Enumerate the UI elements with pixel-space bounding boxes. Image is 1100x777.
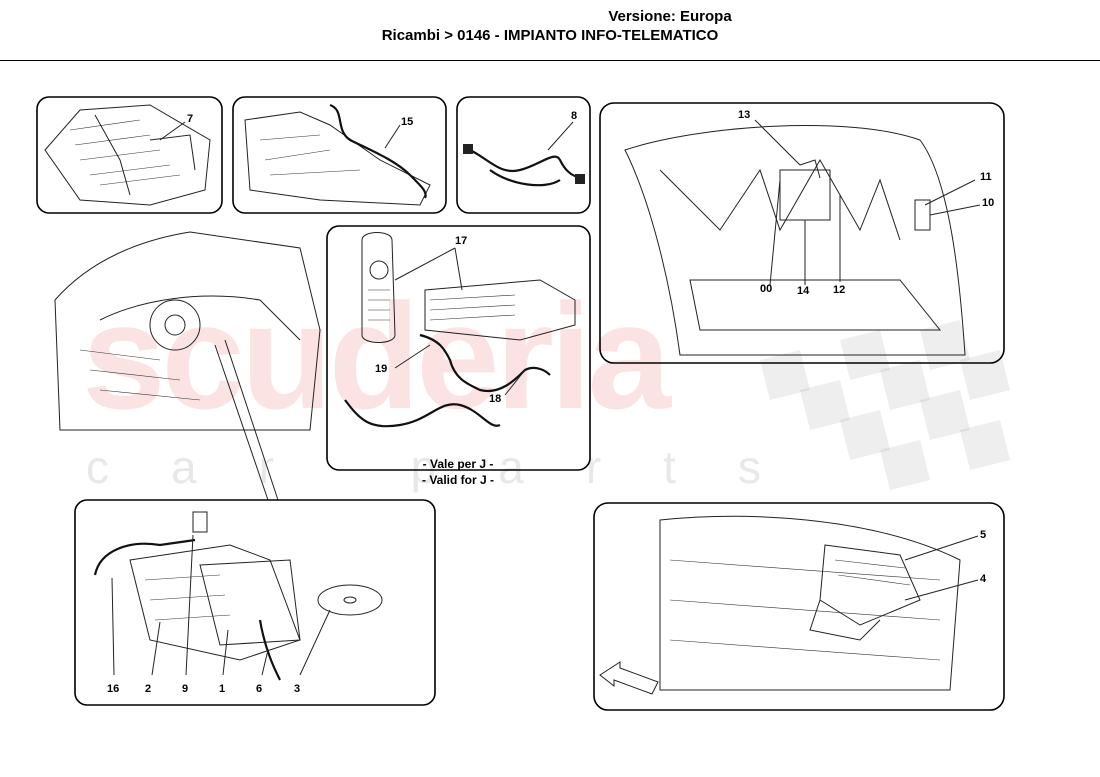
version-label: Versione: Europa (608, 8, 732, 25)
header-divider (0, 60, 1100, 61)
panel-usb-cable (456, 96, 591, 214)
callout-8: 8 (571, 110, 577, 122)
callout-9: 9 (182, 683, 188, 695)
car-interior (54, 231, 321, 501)
watermark-sub: car parts (86, 441, 823, 493)
callout-3: 3 (294, 683, 300, 695)
callout-18: 18 (489, 393, 501, 405)
callout-16: 16 (107, 683, 119, 695)
page-title: Ricambi > 0146 - IMPIANTO INFO-TELEMATIC… (381, 27, 719, 44)
panel-head-unit (74, 499, 436, 706)
callout-00: 00 (760, 283, 772, 295)
callout-14: 14 (797, 285, 810, 297)
panel-trunk-module (593, 502, 1005, 711)
callout-10: 10 (982, 197, 994, 209)
panel-remote-unit (326, 225, 591, 471)
watermark-flag (760, 320, 1010, 490)
note-valid-for: - Valid for J - (422, 473, 494, 487)
panel-dashboard-detail (36, 96, 223, 214)
callout-19: 19 (375, 363, 387, 375)
panel-tailgate (599, 102, 1005, 364)
note-vale-per: - Vale per J - (423, 457, 494, 471)
callout-12: 12 (833, 284, 845, 296)
callout-15: 15 (401, 116, 413, 128)
callout-6: 6 (256, 683, 262, 695)
callout-5: 5 (980, 529, 986, 541)
callout-13: 13 (738, 109, 750, 121)
callout-1: 1 (219, 683, 225, 695)
callout-2: 2 (145, 683, 151, 695)
callout-7: 7 (187, 113, 193, 125)
callout-11: 11 (980, 171, 992, 183)
callout-17: 17 (455, 235, 467, 247)
callout-4: 4 (980, 573, 987, 585)
panel-antenna-cable (232, 96, 447, 214)
